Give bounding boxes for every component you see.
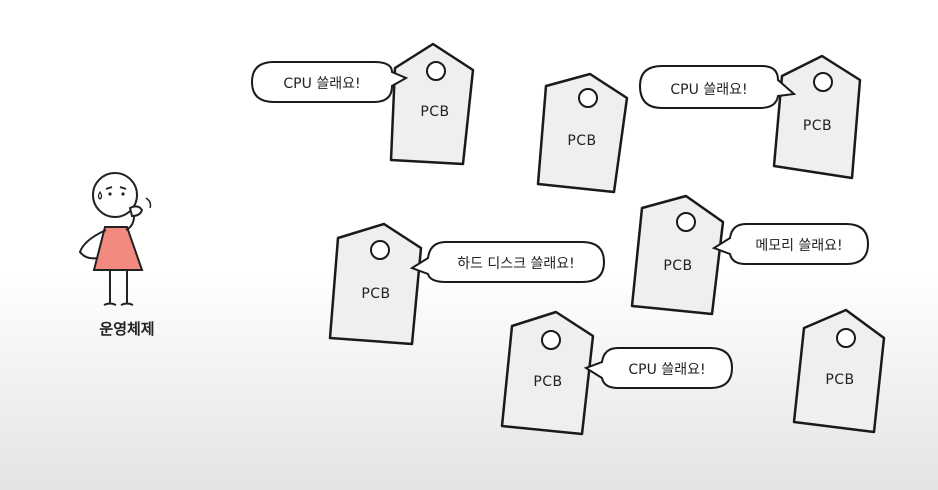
- operating-system-figure: [70, 160, 180, 350]
- pcb-label: PCB: [663, 258, 693, 274]
- speech-bubble: 메모리 쓸래요!: [711, 220, 870, 270]
- speech-text: CPU 쓸래요!: [283, 76, 361, 92]
- pcb-label: PCB: [361, 286, 391, 302]
- pcb-label: PCB: [420, 104, 450, 120]
- speech-bubble-shape: [583, 347, 734, 389]
- speech-bubble-shape: [711, 223, 870, 265]
- pcb-tag: PCB: [532, 70, 632, 199]
- speech-bubble-shape: [409, 241, 606, 283]
- pcb-tag: PCB: [792, 308, 888, 440]
- pcb-tag: PCB: [326, 222, 426, 354]
- pcb-label: PCB: [567, 133, 597, 149]
- pcb-label: PCB: [802, 118, 833, 134]
- tag-shape-icon: [328, 222, 423, 346]
- worried-person-icon: [78, 172, 152, 306]
- pcb-tag: PCB: [628, 194, 728, 324]
- pcb-label: PCB: [825, 372, 855, 388]
- speech-bubble-shape: [250, 61, 409, 103]
- speech-text: 하드 디스크 쓸래요!: [457, 256, 575, 272]
- speech-text: CPU 쓸래요!: [628, 362, 706, 378]
- tag-shape-icon: [389, 42, 475, 166]
- pcb-tag: PCB: [498, 310, 598, 442]
- speech-bubble: CPU 쓸래요!: [250, 58, 409, 108]
- operating-system-label: 운영체제: [99, 320, 155, 338]
- speech-text: 메모리 쓸래요!: [755, 238, 843, 254]
- speech-bubble: CPU 쓸래요!: [583, 344, 734, 394]
- speech-text: CPU 쓸래요!: [670, 82, 748, 98]
- speech-bubble: 하드 디스크 쓸래요!: [409, 238, 606, 288]
- pcb-tag: PCB: [770, 54, 865, 186]
- tag-shape-icon: [500, 310, 595, 436]
- pcb-tag: PCB: [385, 40, 485, 174]
- pcb-label: PCB: [533, 374, 563, 390]
- tag-shape-icon: [536, 72, 629, 194]
- tag-shape-icon: [772, 54, 862, 180]
- speech-bubble: CPU 쓸래요!: [638, 64, 797, 114]
- tag-shape-icon: [792, 308, 886, 434]
- speech-bubble-shape: [638, 65, 797, 109]
- tag-shape-icon: [630, 194, 725, 316]
